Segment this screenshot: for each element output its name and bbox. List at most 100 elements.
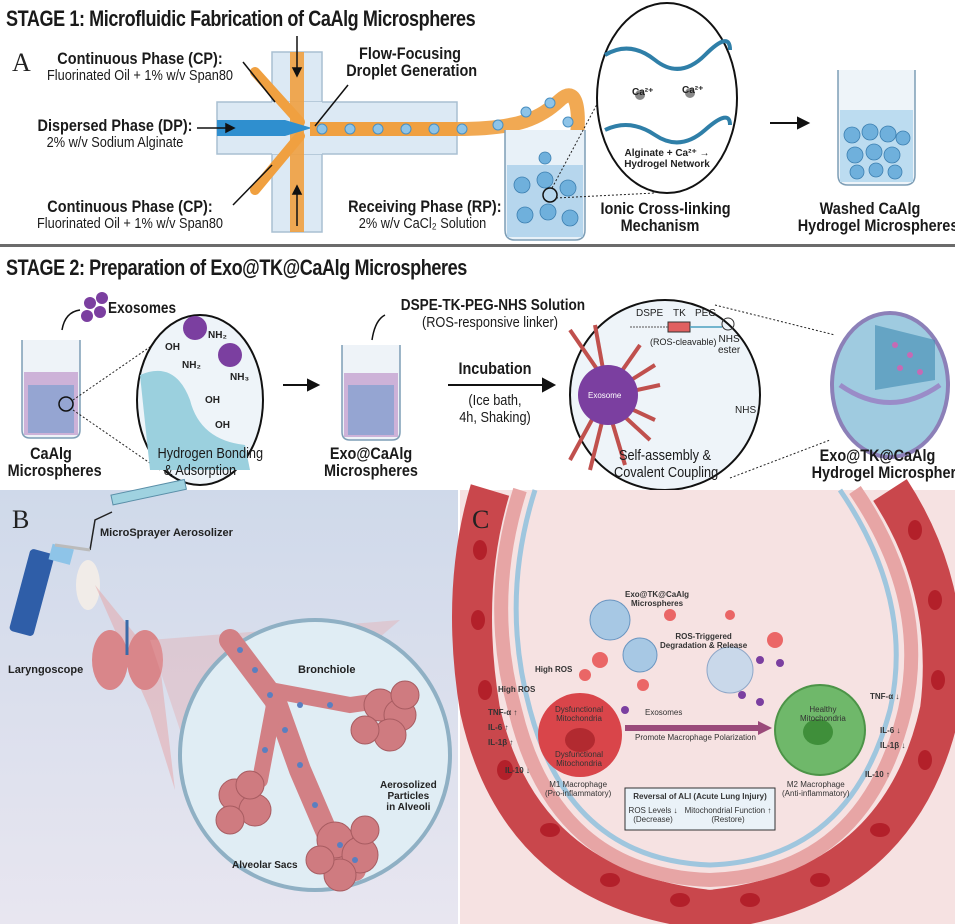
- reversal-ros-line1: ROS Levels ↓: [628, 806, 678, 815]
- oh-group-label: OH: [165, 342, 180, 353]
- particles-line1: Aerosolized: [380, 780, 437, 791]
- panel-b: B: [0, 478, 458, 924]
- stage1-arrow-icon: [770, 116, 811, 130]
- caalg-label: CaAlg Microspheres: [0, 445, 102, 479]
- flow-arrows: [197, 36, 349, 226]
- aerosolized-particles-label: Aerosolized Particles in Alveoli: [380, 780, 437, 813]
- hbond-zoom-circle: [136, 314, 264, 486]
- flow-focusing-line2: Droplet Generation: [346, 61, 478, 80]
- incubation-arrow-icon: [448, 377, 557, 393]
- panel-letter-b: B: [12, 505, 30, 534]
- reversal-mito-line1: Mitochondrial Function ↑: [684, 806, 772, 815]
- m1-output-il6: IL-6 ↑: [488, 723, 509, 732]
- dp-detail: 2% w/v Sodium Alginate: [46, 134, 184, 151]
- final-line2: Hydrogel Microspheres: [811, 463, 955, 482]
- panel-c: C Exo@TK@CaAlg Microspheres ROS-Triggere…: [452, 479, 955, 924]
- coupling-line1: Self-assembly &: [618, 447, 712, 464]
- nhs-ester-label: NHS ester: [718, 334, 740, 356]
- ionic-line1: Ionic Cross-linking: [600, 199, 731, 218]
- alveolar-sacs-label: Alveolar Sacs: [232, 860, 298, 871]
- exo-caalg-beaker-icon: [341, 345, 401, 441]
- dp-heading: Dispersed Phase (DP):: [37, 116, 193, 135]
- linker-line1: DSPE-TK-PEG-NHS Solution: [400, 297, 586, 314]
- m1-output-high-ros: High ROS: [498, 685, 536, 694]
- high-ros-label: High ROS: [535, 665, 573, 674]
- m2-macrophage-icon: [774, 684, 866, 776]
- caalg-line2: Microspheres: [7, 461, 102, 480]
- final-label: Exo@TK@CaAlg Hydrogel Microspheres: [800, 447, 955, 481]
- m2-output-il6: IL-6 ↓: [880, 726, 901, 735]
- tk-label: TK: [673, 308, 686, 319]
- hbond-line2: & Adsorption: [163, 462, 237, 479]
- lungs-icon: [92, 620, 163, 690]
- crosslink-caption: Alginate + Ca²⁺ → Hydrogel Network: [612, 148, 722, 170]
- m1-label: M1 Macrophage (Pro-inflammatory): [545, 780, 611, 798]
- washed-line2: Hydrogel Microspheres: [797, 216, 955, 235]
- nh2-group-label: NH₂: [208, 330, 227, 341]
- reversal-ros-line2: (Decrease): [633, 815, 673, 824]
- crosslink-caption-line1: Alginate + Ca²⁺ →: [624, 148, 710, 159]
- nhs-label: NHS: [735, 405, 757, 416]
- crosslink-zoom-circle: [596, 2, 738, 194]
- coupling-caption: Self-assembly & Covalent Coupling: [605, 447, 725, 481]
- m1-output-il1b: IL-1β ↑: [488, 738, 514, 747]
- ca-ion-label: Ca²⁺: [632, 87, 654, 98]
- mouse-icon: [76, 560, 100, 610]
- m1-mito-top-line1: Dysfunctional: [555, 705, 604, 714]
- exosomes-label: Exosomes: [645, 708, 683, 717]
- receiving-heading: Receiving Phase (RP):: [348, 197, 502, 216]
- polarization-label: Promote Macrophage Polarization: [635, 733, 756, 742]
- exo-caalg-label: Exo@CaAlg Microspheres: [315, 445, 427, 479]
- incubation-conditions: (Ice bath, 4h, Shaking): [445, 392, 545, 426]
- exosomes-label: Exosomes: [108, 300, 177, 317]
- microspheres-line2: Microspheres: [631, 599, 684, 608]
- panel-letter-a: A: [12, 48, 31, 77]
- alveolar-cluster: [215, 680, 420, 892]
- incubation-title: Incubation: [458, 359, 532, 378]
- cp-top-heading: Continuous Phase (CP):: [57, 49, 223, 68]
- m1-line1: M1 Macrophage: [549, 780, 608, 789]
- particles-line3: in Alveoli: [386, 802, 431, 813]
- reversal-mito-line2: (Restore): [711, 815, 745, 824]
- reversal-ros: ROS Levels ↓ (Decrease): [628, 806, 678, 824]
- m2-mito-label: Healthy Mitochondria: [800, 705, 846, 723]
- nh3-group-label: NH₃: [230, 372, 250, 383]
- cp-top-detail: Fluorinated Oil + 1% w/v Span80: [46, 67, 234, 84]
- alginate-channel: [217, 120, 312, 136]
- m1-mito-bottom: Dysfunctional Mitochondria: [555, 750, 603, 768]
- blood-vessel-wall: [452, 479, 955, 924]
- stage2-arrow-icon: [283, 378, 321, 392]
- m2-mito-line1: Healthy: [809, 705, 837, 714]
- stage1-title: STAGE 1: Microfluidic Fabrication of CaA…: [6, 6, 476, 31]
- laryngoscope-label: Laryngoscope: [8, 664, 84, 676]
- final-microsphere-icon: [830, 311, 950, 459]
- coupling-line2: Covalent Coupling: [614, 464, 719, 481]
- m1-mito-bottom-line1: Dysfunctional: [555, 750, 604, 759]
- ros-burst-icons: [579, 609, 783, 691]
- incubation-line2: 4h, Shaking): [459, 409, 531, 426]
- zoom-line: [551, 79, 611, 189]
- polarization-arrow-icon: [625, 721, 772, 735]
- microsprayer-label: MicroSprayer Aerosolizer: [100, 527, 233, 539]
- cp-bottom-detail: Fluorinated Oil + 1% w/v Span80: [36, 215, 224, 232]
- m1-output-il10: IL-10 ↓: [505, 766, 530, 775]
- m2-line1: M2 Macrophage: [786, 780, 845, 789]
- ionic-line2: Mechanism: [620, 216, 700, 235]
- m2-output-tnf: TNF-α ↓: [870, 692, 900, 701]
- m2-output-il10: IL-10 ↑: [865, 770, 890, 779]
- exo-caalg-line2: Microspheres: [324, 461, 418, 480]
- final-line1: Exo@TK@CaAlg: [819, 446, 936, 465]
- oh-group-label: OH: [205, 395, 220, 406]
- washed-beaker-icon: [837, 70, 916, 186]
- cp-bottom-label: Continuous Phase (CP): Fluorinated Oil +…: [15, 198, 245, 232]
- m1-output-tnf: TNF-α ↑: [488, 708, 518, 717]
- crosslink-caption-line2: Hydrogel Network: [624, 159, 710, 170]
- hbond-caption: Hydrogen Bonding & Adsorption: [150, 445, 264, 479]
- ionic-crosslinking-label: Ionic Cross-linking Mechanism: [590, 199, 731, 235]
- dp-label: Dispersed Phase (DP): 2% w/v Sodium Algi…: [20, 117, 210, 151]
- cp-bottom-heading: Continuous Phase (CP):: [47, 197, 213, 216]
- receiving-beaker-icon: [504, 130, 586, 241]
- microfluidic-chip: [197, 2, 916, 241]
- washed-line1: Washed CaAlg: [819, 199, 921, 218]
- droplets: [316, 97, 574, 135]
